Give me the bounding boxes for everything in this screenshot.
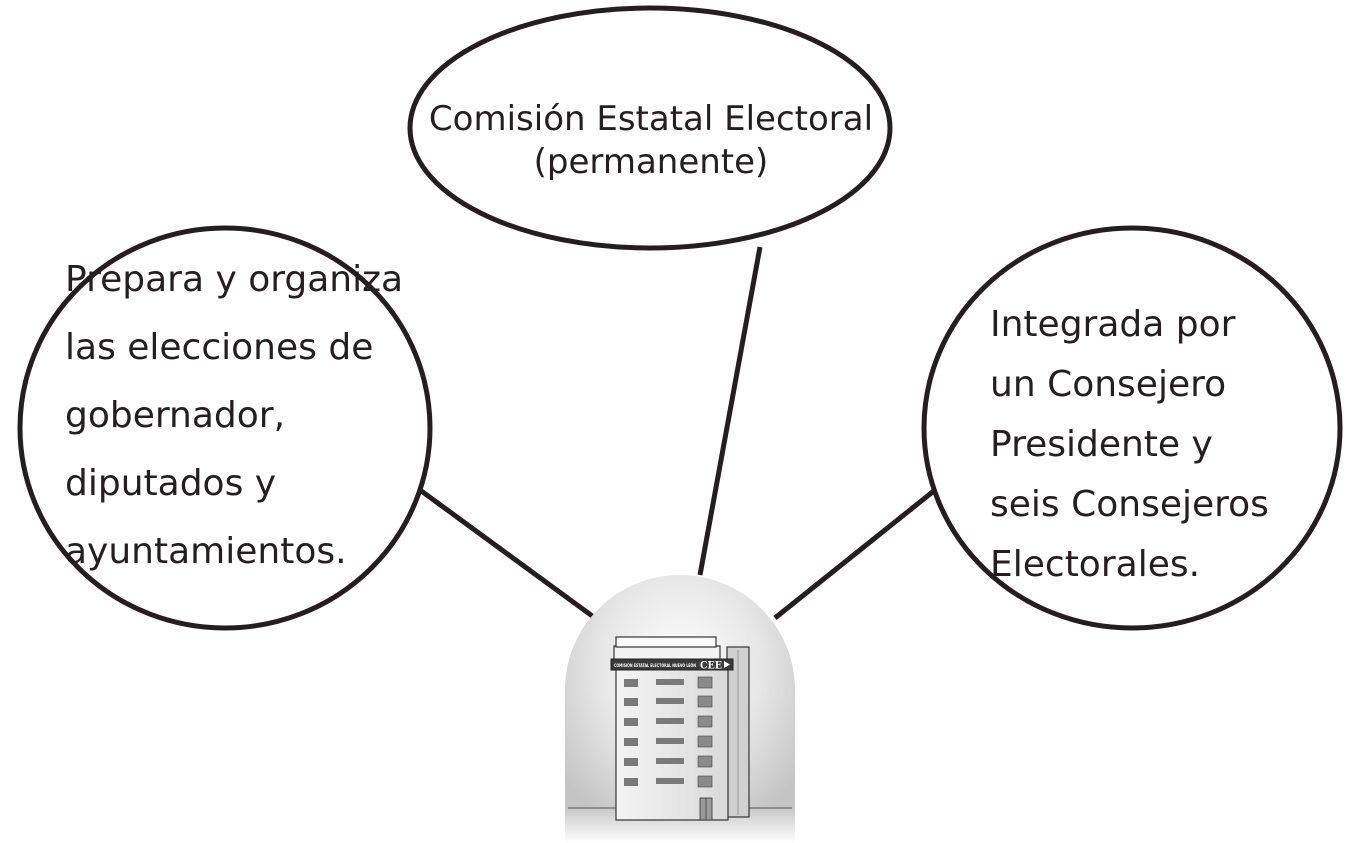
right-bubble-shape xyxy=(921,225,1343,631)
building-logo-text: CEE xyxy=(700,661,722,672)
building-illustration: COMISIÓN ESTATAL ELECTORAL NUEVO LEÓN CE… xyxy=(565,575,795,843)
building-sign xyxy=(610,658,734,671)
logo-arrow-icon xyxy=(724,661,730,668)
left-bubble-shape xyxy=(17,225,433,631)
connector-right xyxy=(773,488,937,620)
left-bubble: Prepara y organiza las elecciones de gob… xyxy=(17,225,433,631)
left-bubble-line: diputados y xyxy=(65,463,276,504)
roof-structure xyxy=(613,645,721,661)
left-bubble-line: Prepara y organiza xyxy=(65,259,403,300)
right-bubble: Integrada por un Consejero Presidente y … xyxy=(921,225,1343,631)
connector-top xyxy=(697,246,763,576)
top-bubble-shape xyxy=(407,5,893,251)
right-bubble-line: seis Consejeros xyxy=(990,484,1269,525)
right-bubble-line: Integrada por xyxy=(990,304,1236,345)
building-sign-text: COMISIÓN ESTATAL ELECTORAL NUEVO LEÓN xyxy=(614,662,696,669)
left-bubble-line: ayuntamientos. xyxy=(65,531,347,572)
connector-left xyxy=(418,487,597,621)
top-bubble-line2: (permanente) xyxy=(534,142,769,182)
building-windows xyxy=(624,676,713,788)
left-bubble-line: gobernador, xyxy=(65,395,285,436)
top-bubble: Comisión Estatal Electoral (permanente) xyxy=(407,5,893,251)
top-bubble-line1: Comisión Estatal Electoral xyxy=(429,99,873,139)
left-bubble-line: las elecciones de xyxy=(65,327,373,368)
right-bubble-line: un Consejero xyxy=(990,364,1226,405)
right-bubble-line: Electorales. xyxy=(990,544,1200,585)
roof-top xyxy=(615,636,717,648)
right-bubble-line: Presidente y xyxy=(990,424,1213,465)
